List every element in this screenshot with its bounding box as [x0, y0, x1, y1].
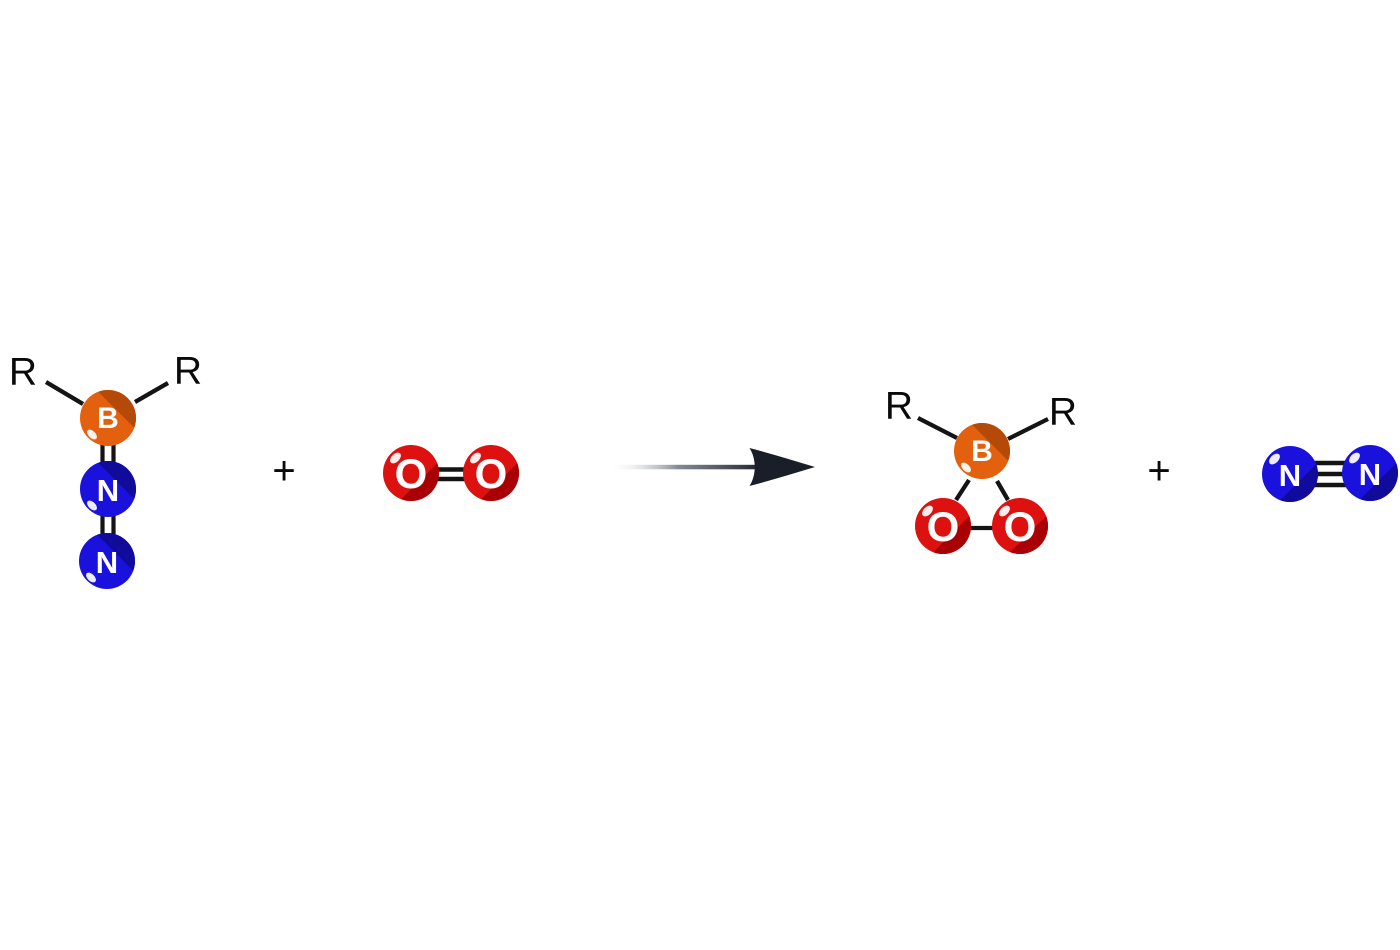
boron-atom: B — [954, 423, 1010, 479]
atom-label-nitrogen: N — [1358, 456, 1382, 492]
atom-label-oxygen: O — [394, 450, 428, 497]
atom-label-nitrogen: N — [96, 472, 120, 508]
substituent-label-r-right: R — [1048, 390, 1078, 434]
arrow-head — [749, 448, 815, 486]
atom-label-boron: B — [971, 435, 993, 468]
plus-operator-2: + — [1147, 449, 1171, 493]
boron-atom: B — [80, 390, 136, 446]
nitrogen-atom-1: N — [1262, 446, 1318, 502]
oxygen-atom-1: O — [915, 498, 971, 554]
atom-label-nitrogen: N — [1278, 457, 1302, 493]
atom-label-nitrogen: N — [95, 544, 119, 580]
bond-r-left-boron — [44, 380, 85, 406]
atom-label-oxygen: O — [926, 503, 960, 550]
bond-r-left-boron — [917, 416, 958, 440]
bond-boron-oxygen-right — [995, 479, 1010, 502]
bond-r-right-boron — [133, 381, 170, 404]
reactant-dioxygen: O O — [383, 443, 523, 507]
substituent-label-r-left: R — [884, 384, 914, 428]
oxygen-atom-2: O — [463, 445, 519, 501]
atom-label-oxygen: O — [474, 450, 508, 497]
atom-label-oxygen: O — [1003, 503, 1037, 550]
nitrogen-atom-2: N — [79, 533, 135, 589]
atom-label-boron: B — [97, 402, 119, 435]
nitrogen-atom-1: N — [80, 461, 136, 517]
product-dinitrogen: N N — [1262, 444, 1400, 504]
arrow-shaft — [607, 464, 764, 470]
product-dioxaborirane: R R B O O — [880, 384, 1095, 568]
oxygen-atom-2: O — [992, 498, 1048, 554]
substituent-label-r-left: R — [8, 350, 38, 394]
oxygen-atom-1: O — [383, 445, 439, 501]
plus-operator-1: + — [272, 449, 296, 493]
nitrogen-atom-2: N — [1342, 445, 1398, 501]
substituent-label-r-right: R — [173, 349, 203, 393]
bond-boron-oxygen-left — [954, 478, 971, 502]
reaction-arrow-icon — [607, 448, 815, 486]
bond-r-right-boron — [1007, 417, 1049, 441]
reactant-diazoborane: R R B N N — [0, 340, 230, 600]
